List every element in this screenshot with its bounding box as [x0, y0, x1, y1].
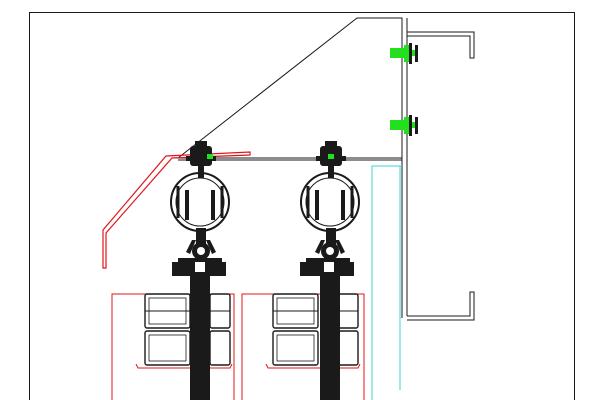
stacked-block-left-bottom: [144, 330, 231, 366]
drawing-border: [29, 12, 575, 400]
stacked-block-left-top: [144, 293, 231, 329]
stacked-block-right-top: [272, 293, 359, 329]
red-sloped-bracket: [102, 151, 251, 269]
red-base-right: [265, 363, 361, 369]
red-base-left: [135, 363, 233, 369]
hanger-rod-left: [190, 276, 210, 400]
c-channel-bottom: [407, 291, 475, 321]
hanger-rod-right: [320, 276, 340, 400]
bolt-fastener-icon: [390, 115, 418, 136]
bolt-fastener-icon: [390, 43, 418, 64]
stacked-block-right-bottom: [272, 330, 359, 366]
c-channel-top: [406, 31, 475, 59]
cyan-guide: [371, 165, 402, 400]
gusset-plate: [176, 17, 403, 159]
